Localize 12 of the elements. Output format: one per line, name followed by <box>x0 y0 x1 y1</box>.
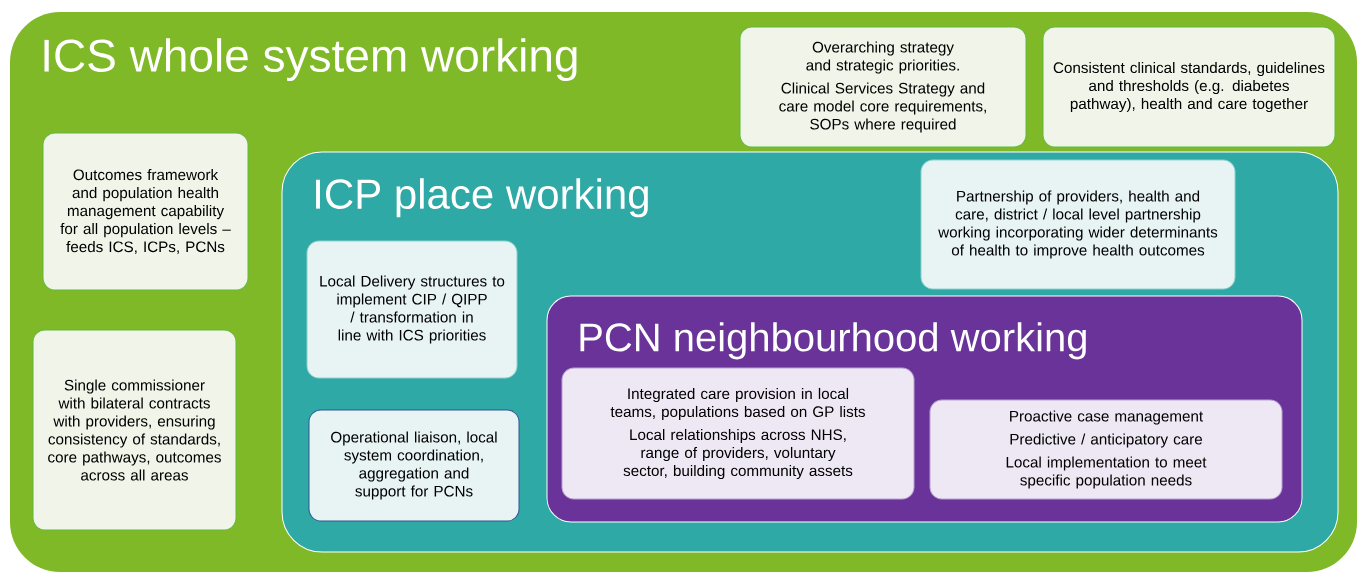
text-box: Partnership of providers, health and care, district / local level partnership working incorporating wider determinants of health to improve health outcomes <box>920 159 1236 290</box>
text-box: Overarching strategy and strategic priorities. Clinical Services Strategy and care model core requirements, SOPs where required <box>739 26 1027 148</box>
panel-heading: ICP place working <box>316 178 648 218</box>
panel-heading: PCN neighbourhood working <box>580 322 1086 360</box>
text-box: Operational liaison, local system coordination, aggregation and support for PCNs <box>308 409 520 522</box>
text-box: Integrated care provision in local teams, populations based on GP lists Local relationships across NHS, range of providers, voluntary sector, building community assets <box>561 367 915 500</box>
text-box: Outcomes framework and population health management capability for all population levels – feeds ICS, ICPs, PCNs <box>42 132 249 291</box>
text-box: Proactive case management Predictive / anticipatory care Local implementation to meet specific population needs <box>929 399 1283 500</box>
text-box: Single commissioner with bilateral contracts with providers, ensuring consistency of standards, core pathways, outcomes across all areas <box>32 329 237 531</box>
panel-heading: ICS whole system working <box>44 38 577 82</box>
text-box: Local Delivery structures to implement CIP / QIPP / transformation in line with ICS priorities <box>306 240 518 379</box>
text-box: Consistent clinical standards, guidelines and thresholds (e.g. diabetes pathway), health and care together <box>1042 26 1336 148</box>
